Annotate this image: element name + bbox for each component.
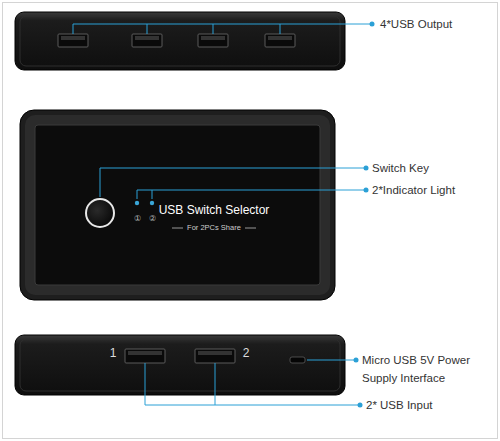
port-number: 1 [110,346,117,360]
indicator-number: ② [149,214,156,224]
callout-text: 2* USB Input [366,396,432,414]
callout-text: Micro USB 5V Power Supply Interface [362,351,484,387]
product-name: USB Switch Selector [159,203,270,217]
callout-text: 2*Indicator Light [372,181,455,199]
switch-face-panel: USB Switch SelectorFor 2PCs Share [35,125,320,285]
callout-text: Switch Key [372,159,429,177]
port-number: 2 [243,346,250,360]
device-top-edge [15,12,345,70]
indicator-number: ① [134,214,141,224]
leader-dots [354,22,375,408]
product-subtitle: For 2PCs Share [187,223,241,232]
callout-text: 4*USB Output [380,15,452,33]
device-top-face [20,110,335,300]
leader-lines [73,24,372,405]
device-bottom-edge [15,335,345,395]
